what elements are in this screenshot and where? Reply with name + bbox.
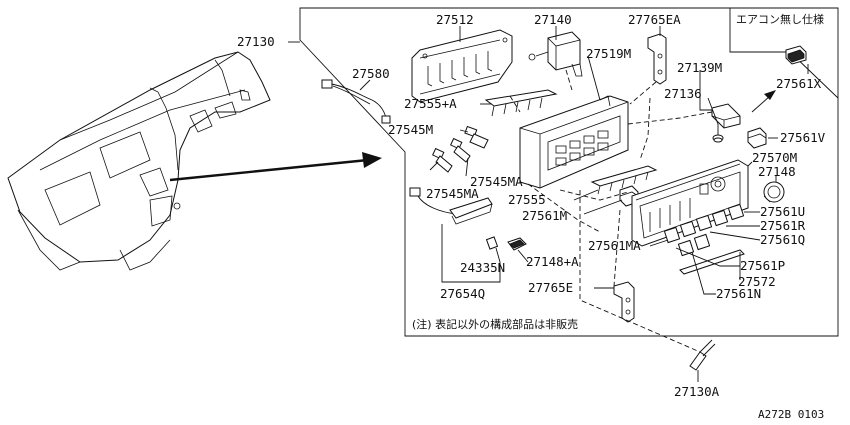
part-27140-motor — [528, 31, 583, 77]
label-27654Q: 27654Q — [440, 286, 485, 301]
label-27512: 27512 — [436, 12, 474, 27]
callout-labels: 27130 27512 27140 27765EA 27580 27519M 2… — [237, 12, 826, 399]
label-27561R: 27561R — [760, 218, 806, 233]
label-27570M: 27570M — [752, 150, 797, 165]
label-27561N: 27561N — [716, 286, 761, 301]
part-27136-screw — [712, 124, 724, 143]
part-27130A-screw — [689, 339, 716, 371]
part-27139M-connector — [711, 103, 741, 129]
part-27570M-finisher — [631, 159, 749, 247]
callout-frame — [299, 7, 839, 337]
part-27580-harness — [321, 79, 391, 124]
label-27561X: 27561X — [776, 76, 822, 91]
part-24335N-bulb — [485, 236, 499, 250]
label-27561P: 27561P — [740, 258, 785, 273]
label-27148: 27148 — [758, 164, 796, 179]
part-27555A-strip — [484, 89, 558, 117]
label-27545MA-2: 27545MA — [426, 186, 479, 201]
label-27765E: 27765E — [528, 280, 573, 295]
label-27139M: 27139M — [677, 60, 722, 75]
note-text: (注) 表記以外の構成部品は非販売 — [412, 317, 578, 331]
leader-lines — [359, 26, 809, 382]
pointer-arrow — [169, 152, 382, 182]
inset-arrow — [751, 90, 776, 113]
part-27512-lever-panel — [411, 29, 513, 103]
label-27519M: 27519M — [586, 46, 631, 61]
label-27555: 27555 — [508, 192, 546, 207]
button-set — [663, 203, 745, 257]
inset-label: エアコン無し仕様 — [736, 12, 824, 26]
label-27130: 27130 — [237, 34, 275, 49]
label-27130A: 27130A — [674, 384, 720, 399]
dashboard-illustration — [7, 51, 271, 271]
label-27140: 27140 — [534, 12, 572, 27]
label-27561V: 27561V — [780, 130, 826, 145]
label-27561M: 27561M — [522, 208, 567, 223]
diagram-code: A272B 0103 — [758, 408, 824, 421]
part-27545MA-bulb-2 — [432, 147, 453, 173]
part-27148-knob — [763, 181, 785, 203]
label-27148A: 27148+A — [526, 254, 579, 269]
inset-frame — [729, 8, 839, 99]
dashed-lines — [509, 69, 713, 353]
part-27765EA-bracket — [647, 33, 667, 85]
part-27561X-cover — [785, 45, 807, 65]
label-27572: 27572 — [738, 274, 776, 289]
label-27545M: 27545M — [388, 122, 433, 137]
part-27561V-knob — [747, 127, 767, 149]
label-27561Q: 27561Q — [760, 232, 805, 247]
part-27545MA-bulb-1 — [450, 137, 471, 163]
part-27519M-control-body — [519, 95, 629, 189]
label-27561U: 27561U — [760, 204, 805, 219]
label-27765EA: 27765EA — [628, 12, 681, 27]
part-27148A-cap — [507, 237, 527, 251]
label-27561MA: 27561MA — [588, 238, 641, 253]
part-27555-strip — [590, 165, 658, 195]
part-27765E-bracket — [613, 281, 635, 323]
part-27572-lens — [679, 249, 745, 275]
label-27555A: 27555+A — [404, 96, 457, 111]
part-27654Q-illumination-harness — [409, 187, 493, 225]
label-27545MA-1: 27545MA — [470, 174, 523, 189]
label-27136: 27136 — [664, 86, 702, 101]
label-24335N: 24335N — [460, 260, 505, 275]
label-27580: 27580 — [352, 66, 390, 81]
part-27545M-bulb — [464, 125, 489, 149]
